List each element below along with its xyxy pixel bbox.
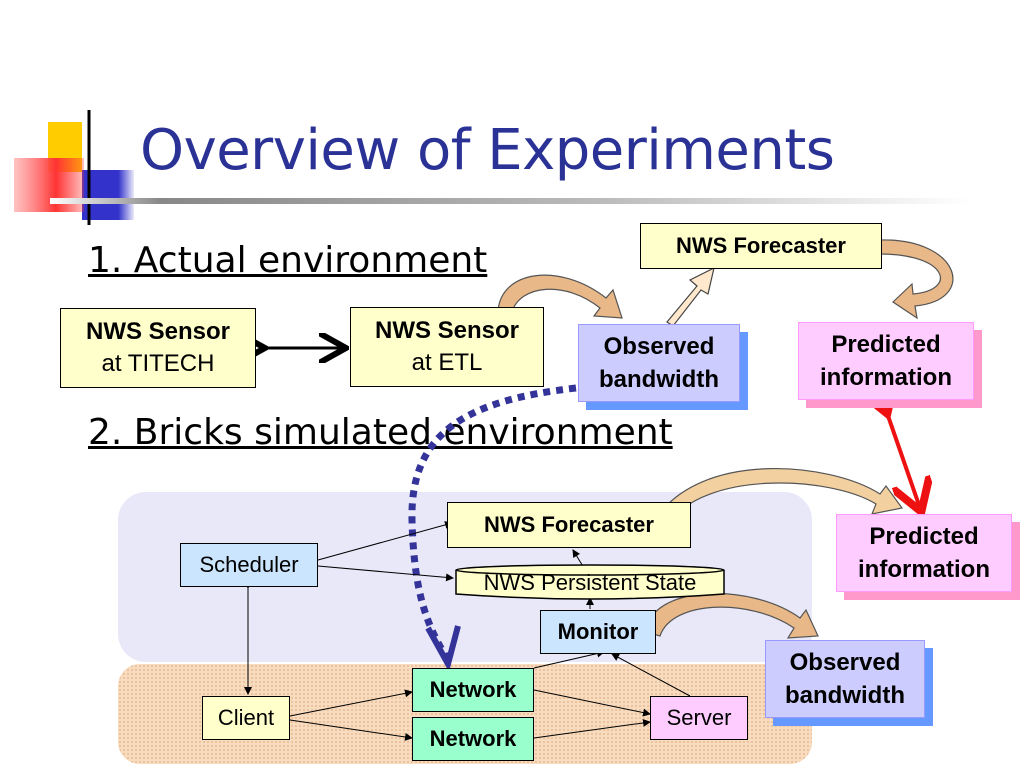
logo-blue-square <box>82 170 134 220</box>
observed-to-forecaster-arrow <box>666 266 715 327</box>
nws-forecaster-sim-label: NWS Forecaster <box>484 512 654 537</box>
server-box: Server <box>650 696 748 740</box>
monitor-box: Monitor <box>540 610 656 654</box>
predicted-information-sim-box: Predicted information <box>836 514 1012 592</box>
predicted-compare-arrow <box>886 410 920 508</box>
observed-actual-line2: bandwidth <box>599 366 719 393</box>
observed-bandwidth-actual-box: Observed bandwidth <box>578 324 740 402</box>
title-underline <box>50 198 970 204</box>
monitor-to-observed-curved-arrow <box>645 592 819 639</box>
network-box-1: Network <box>412 668 534 712</box>
observed-bandwidth-sim-box: Observed bandwidth <box>765 640 925 718</box>
nws-sensor-titech-location: at TITECH <box>101 350 215 377</box>
server-label: Server <box>666 705 732 730</box>
nws-sensor-etl-box: NWS Sensor at ETL <box>350 307 544 387</box>
etl-to-observed-curved-arrow <box>497 274 623 319</box>
predicted-sim-line2: information <box>858 556 990 583</box>
nws-forecaster-actual-box: NWS Forecaster <box>640 223 882 269</box>
predicted-actual-line1: Predicted <box>831 331 941 358</box>
nws-sensor-etl-title: NWS Sensor <box>374 317 520 344</box>
network-box-2: Network <box>412 717 534 761</box>
nws-sensor-titech-box: NWS Sensor at TITECH <box>60 308 256 388</box>
nws-forecaster-actual-label: NWS Forecaster <box>676 233 846 258</box>
scheduler-label: Scheduler <box>199 552 299 577</box>
network-label-2: Network <box>429 726 517 751</box>
predicted-actual-line2: information <box>820 364 952 391</box>
forecaster-to-predicted-curved-arrow <box>879 239 954 320</box>
nws-sensor-titech-title: NWS Sensor <box>85 318 231 345</box>
nws-persistent-state-cylinder <box>455 564 725 600</box>
observed-actual-line1: Observed <box>603 333 715 360</box>
nws-persistent-state-label: NWS Persistent State <box>483 570 697 595</box>
section-actual-heading: 1. Actual environment <box>88 240 488 281</box>
predicted-information-actual-box: Predicted information <box>798 322 974 400</box>
sim-forecaster-to-predicted-curved-arrow <box>654 467 904 525</box>
network-label-1: Network <box>429 677 517 702</box>
observed-sim-line1: Observed <box>789 649 901 676</box>
observed-to-network-dotted-arrow <box>408 384 577 662</box>
predicted-sim-line1: Predicted <box>869 523 979 550</box>
observed-sim-line2: bandwidth <box>785 682 905 709</box>
section-simulated-heading: 2. Bricks simulated environment <box>88 412 673 453</box>
nws-forecaster-sim-box: NWS Forecaster <box>447 502 691 548</box>
client-box: Client <box>202 696 290 740</box>
client-label: Client <box>217 705 275 730</box>
monitor-label: Monitor <box>557 619 639 644</box>
slide-title: Overview of Experiments <box>140 118 835 183</box>
nws-sensor-etl-location: at ETL <box>411 349 483 376</box>
scheduler-box: Scheduler <box>180 543 318 587</box>
